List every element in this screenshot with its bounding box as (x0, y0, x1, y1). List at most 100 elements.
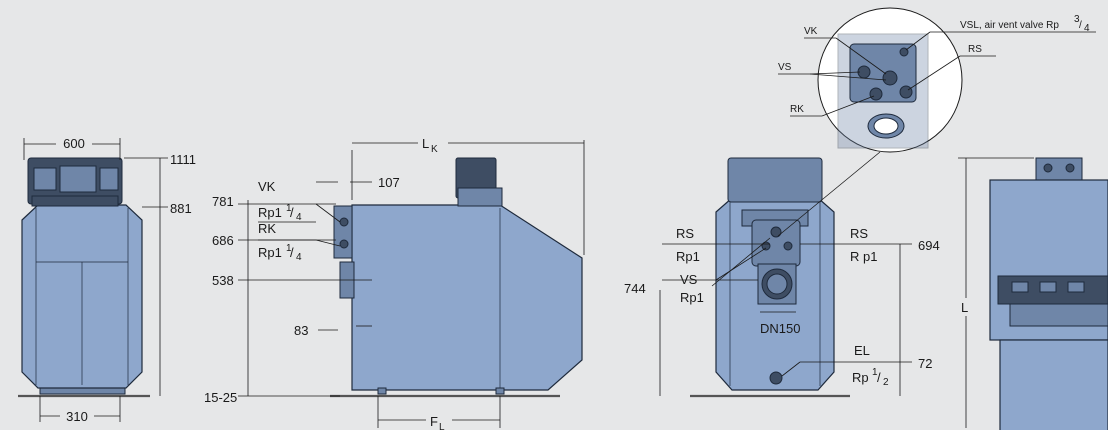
side-rp-rk-num: 1 (286, 243, 292, 254)
rear-rp1-left: Rp1 (676, 249, 700, 264)
leader-line (781, 361, 801, 377)
leader-line (315, 203, 341, 223)
detail-rs (899, 85, 913, 99)
dim-744: 744 (624, 281, 646, 296)
side-vk-label: VK (258, 179, 276, 194)
frac-slash: / (290, 205, 294, 220)
dim-781: 781 (212, 194, 234, 209)
detail-vk (882, 70, 898, 86)
foot (377, 387, 387, 395)
rear-rp1-vs: Rp1 (680, 290, 704, 305)
dim-600: 600 (63, 136, 85, 151)
rear-view: RS Rp1 VS Rp1 RS R p1 744 694 72 EL Rp 1… (624, 157, 940, 398)
leader-line (907, 55, 961, 91)
label-bg (958, 298, 974, 316)
el-connector (769, 371, 783, 385)
leader-line (315, 239, 341, 247)
dim-base: 15-25 (204, 390, 237, 405)
rear-el: EL (854, 343, 870, 358)
side-view: L K 107 VK Rp1 1 / 4 RK Rp1 1 / 4 781 68… (204, 132, 585, 430)
rs-connector (770, 226, 782, 238)
leader-line (809, 73, 887, 81)
leader-line (809, 71, 861, 75)
dim-72: 72 (918, 356, 932, 371)
dim-1111: 1111 (170, 152, 196, 167)
side-rp-vk: Rp1 (258, 205, 282, 220)
label-bg (60, 408, 94, 424)
leader-line (835, 37, 887, 75)
dim-83: 83 (294, 323, 308, 338)
control-panel (33, 167, 57, 191)
dim-694: 694 (918, 238, 940, 253)
rear-vs: VS (680, 272, 698, 287)
side-rp-rk: Rp1 (258, 245, 282, 260)
frac-slash: / (1079, 20, 1082, 31)
detail-vsl-label: VSL, air vent valve Rp (960, 20, 1059, 31)
right-fitting (1065, 163, 1075, 173)
vk-connector (339, 217, 349, 227)
dim-fl-main: F (430, 414, 438, 429)
label-bg (56, 134, 92, 150)
detail-rs-label: RS (968, 44, 982, 55)
side-rp-rk-den: 4 (296, 252, 302, 263)
control-base (31, 195, 119, 207)
right-tray (1009, 303, 1108, 327)
strip-vent (1011, 281, 1029, 293)
detail-rk (869, 87, 883, 101)
detail-leader (777, 151, 881, 237)
side-body (351, 204, 583, 391)
detail-plate (849, 43, 917, 103)
detail-vk-label: VK (804, 26, 818, 37)
side-rp-vk-num: 1 (286, 203, 292, 214)
control-display (59, 165, 97, 193)
rear-rp1-right: R p1 (850, 249, 877, 264)
leader-line (905, 31, 931, 51)
frac-slash: / (290, 245, 294, 260)
rear-rp-el-num: 1 (872, 367, 878, 378)
right-view: L (958, 157, 1108, 430)
side-rk-label: RK (258, 221, 276, 236)
right-l-label: L (961, 300, 968, 315)
dim-310: 310 (66, 409, 88, 424)
right-body-lower (999, 339, 1108, 430)
rear-rp-el-den: 2 (883, 377, 889, 388)
dim-lk-main: L (422, 136, 429, 151)
strip-vent (1067, 281, 1085, 293)
rk-connector (339, 239, 349, 249)
leader-line (821, 95, 875, 117)
control-panel (99, 167, 119, 191)
frac-slash: / (877, 370, 881, 385)
burner-base (457, 187, 503, 207)
dn150-label: DN150 (760, 321, 800, 336)
leader-line (715, 247, 767, 281)
foot (495, 387, 505, 395)
label-bg (426, 410, 452, 430)
rear-rp-el: Rp (852, 370, 869, 385)
detail-view: VK VS RK RS VSL, air vent valve Rp 3 / 4 (777, 7, 1096, 237)
side-rp-vk-den: 4 (296, 212, 302, 223)
rear-top-unit (727, 157, 823, 203)
detail-rk-label: RK (790, 104, 804, 115)
detail-vsl-den: 4 (1084, 23, 1090, 34)
dim-881: 881 (170, 201, 192, 216)
dim-fl-sub: L (439, 422, 445, 430)
detail-vs-label: VS (778, 62, 792, 73)
detail-vsl-num: 3 (1074, 14, 1080, 25)
dim-686: 686 (212, 233, 234, 248)
dim-lk-sub: K (431, 144, 438, 155)
strip-vent (1039, 281, 1057, 293)
front-view: 600 1111 881 310 (18, 134, 196, 424)
label-bg (418, 132, 448, 150)
flow-connections (333, 205, 353, 259)
flue-inner (766, 273, 788, 295)
rs-right-connector (783, 241, 793, 251)
detail-flue-inner (873, 117, 899, 135)
right-fitting (1043, 163, 1053, 173)
right-top-fittings (1035, 157, 1083, 181)
rear-rs-right: RS (850, 226, 868, 241)
dim-538: 538 (212, 273, 234, 288)
rear-rs-left: RS (676, 226, 694, 241)
leader-line (711, 237, 771, 287)
dim-107: 107 (378, 175, 400, 190)
